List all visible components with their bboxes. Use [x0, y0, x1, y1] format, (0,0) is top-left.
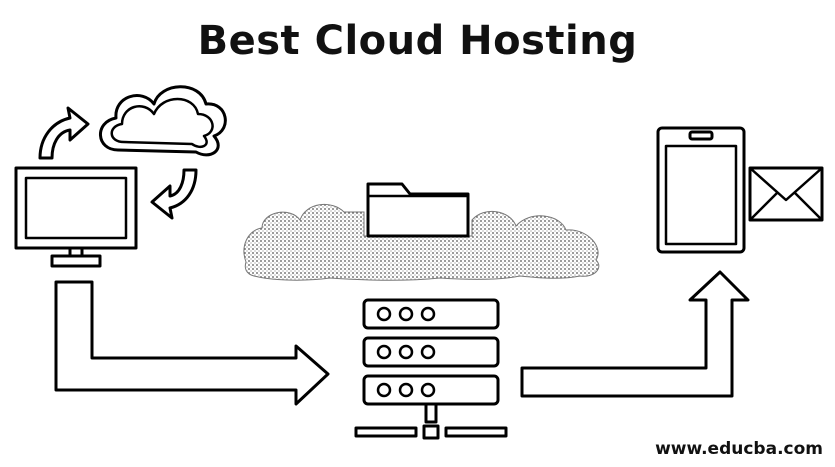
curved-arrow-down-icon — [150, 168, 198, 220]
server-rack-icon — [354, 298, 508, 440]
desktop-monitor-icon — [14, 166, 138, 268]
watermark-url: www.educba.com — [655, 439, 823, 459]
curved-arrow-up-icon — [38, 106, 90, 160]
elbow-arrow-up-icon — [520, 270, 750, 398]
elbow-arrow-right-icon — [54, 280, 330, 406]
folder-cloud-icon — [243, 182, 600, 281]
envelope-icon — [748, 166, 824, 222]
tablet-icon — [656, 126, 746, 254]
page-title: Best Cloud Hosting — [197, 18, 638, 64]
cloud-icon — [99, 85, 227, 157]
